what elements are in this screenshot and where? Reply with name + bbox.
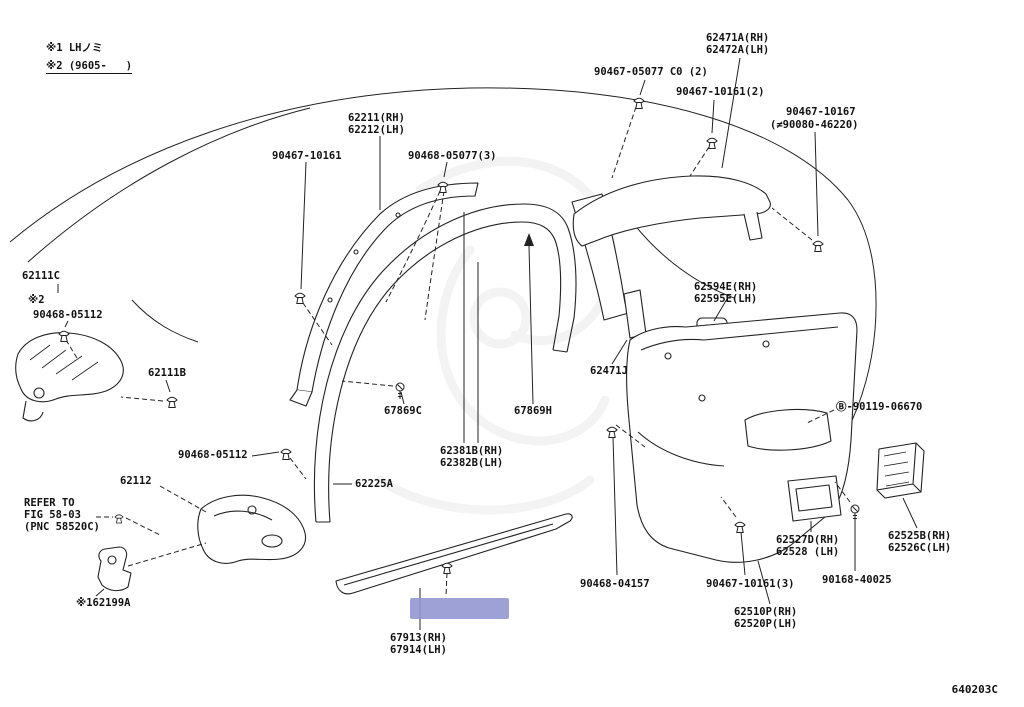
door-opening-trim xyxy=(313,203,577,523)
parts-group xyxy=(15,175,925,595)
quarter-pocket xyxy=(787,475,842,522)
roof-side-garnish xyxy=(572,175,771,247)
leader-lines-dashed xyxy=(65,106,851,597)
clip-icon xyxy=(280,448,292,460)
cowl-trim-front xyxy=(15,332,124,403)
screw-icon xyxy=(395,382,405,400)
clip-icon xyxy=(441,562,453,574)
diagram-code: 640203C xyxy=(951,683,998,696)
clip-icon xyxy=(812,240,824,252)
pillar-bracket xyxy=(623,289,647,339)
leader-lines-solid xyxy=(57,57,918,630)
front-pillar-garnish xyxy=(296,182,479,393)
scuff-plate xyxy=(335,513,573,595)
quarter-block xyxy=(876,442,925,499)
clip-icon xyxy=(606,426,618,438)
clip-icon xyxy=(114,514,124,524)
screw-icon xyxy=(850,504,860,522)
clip-icon xyxy=(294,292,306,304)
hook-bracket xyxy=(97,546,132,592)
highlight-box xyxy=(410,598,509,619)
clip-icon xyxy=(166,396,178,408)
arrow-marker xyxy=(524,233,534,246)
